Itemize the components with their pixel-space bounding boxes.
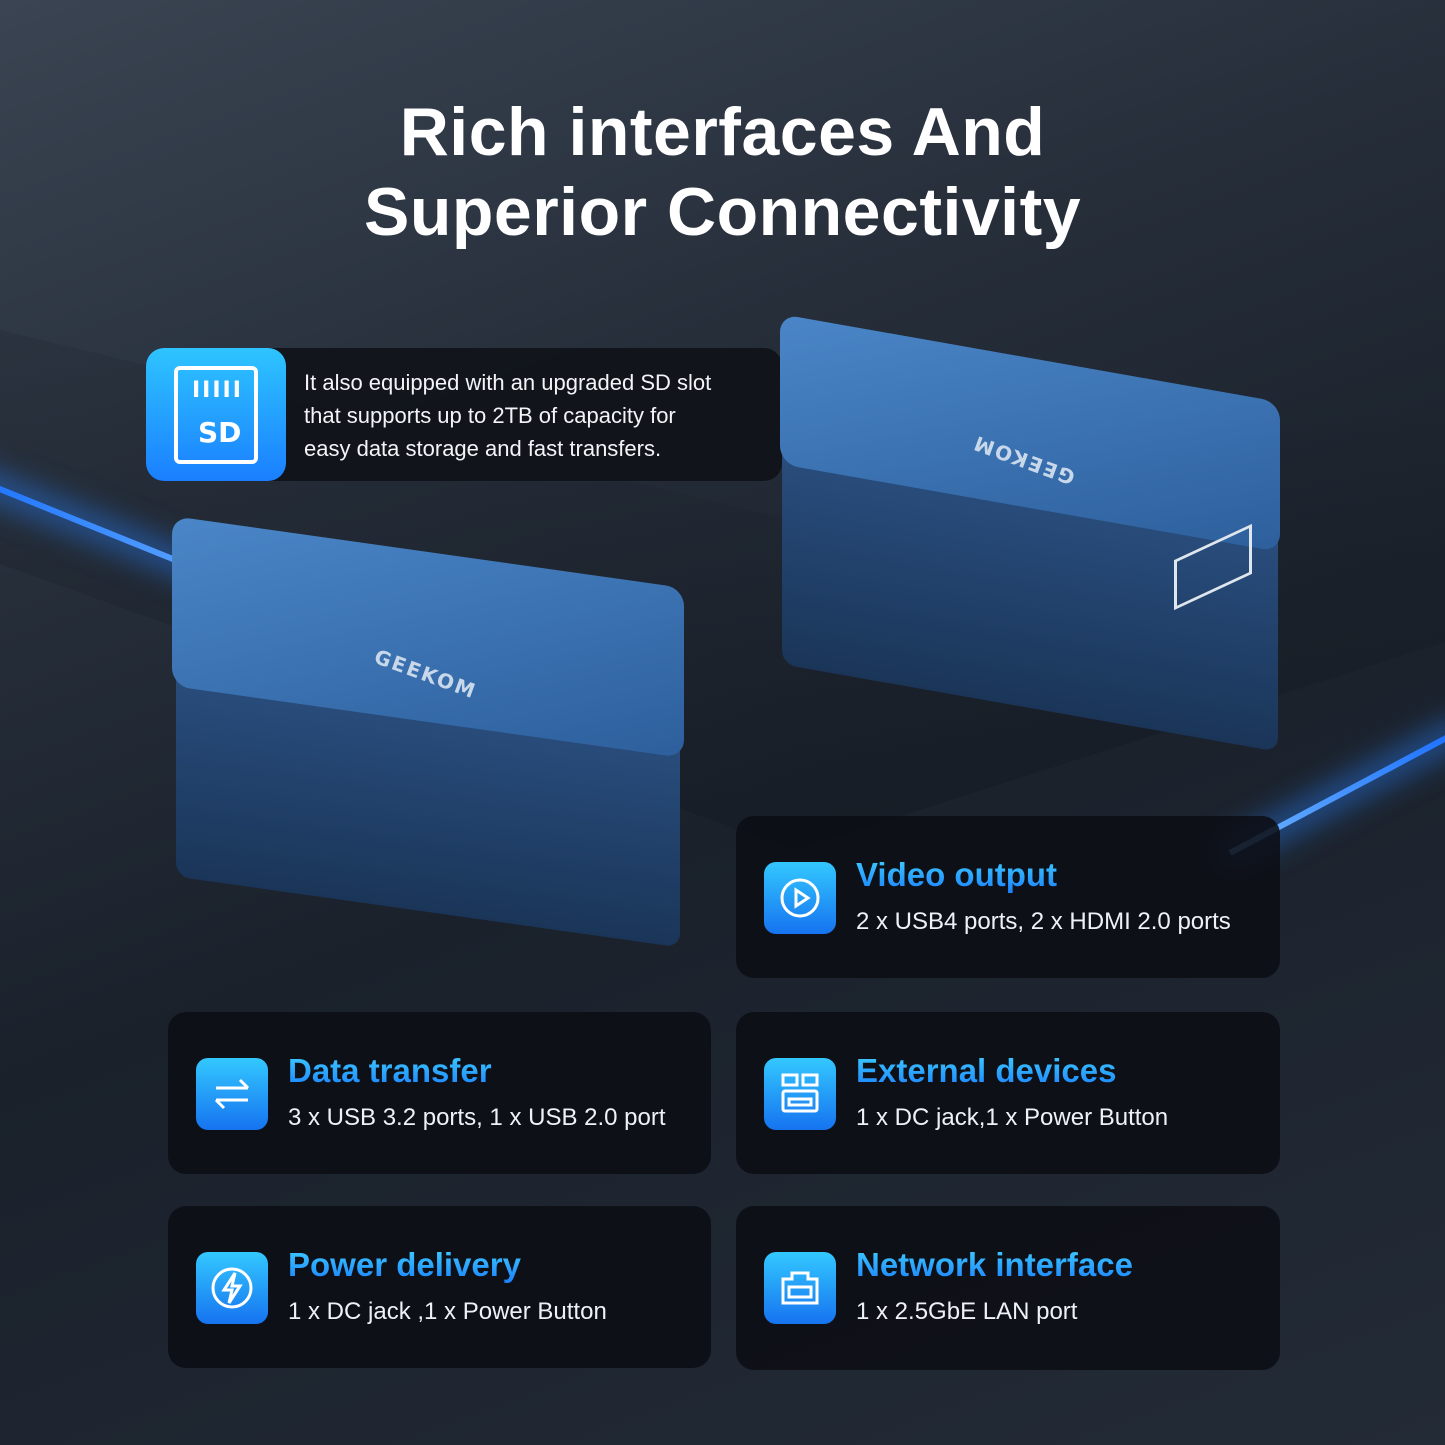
headline-line-1: Rich interfaces And — [399, 94, 1046, 170]
feature-card-network-interface: Network interface 1 x 2.5GbE LAN port — [736, 1206, 1280, 1370]
sd-icon-label: SD — [198, 416, 242, 449]
feature-title: Power delivery — [288, 1246, 521, 1283]
feature-description: 1 x DC jack,1 x Power Button — [856, 1104, 1169, 1131]
arrows-exchange-icon — [196, 1058, 268, 1130]
feature-description: 3 x USB 3.2 ports, 1 x USB 2.0 port — [288, 1104, 666, 1131]
ethernet-port-icon — [764, 1252, 836, 1324]
feature-card-data-transfer: Data transfer 3 x USB 3.2 ports, 1 x USB… — [168, 1012, 711, 1174]
devices-icon — [764, 1058, 836, 1130]
mini-pc-front: GEEKOM — [172, 516, 684, 948]
feature-description: 1 x 2.5GbE LAN port — [856, 1298, 1078, 1325]
headline-line-2: Superior Connectivity — [363, 174, 1082, 250]
feature-title: External devices — [856, 1052, 1117, 1089]
lightning-icon — [196, 1252, 268, 1324]
feature-title: Data transfer — [288, 1052, 492, 1089]
sd-callout-text: It also equipped with an upgraded SD slo… — [304, 370, 712, 461]
play-icon — [764, 862, 836, 934]
feature-title: Network interface — [856, 1246, 1133, 1283]
feature-card-power-delivery: Power delivery 1 x DC jack ,1 x Power Bu… — [168, 1206, 711, 1368]
feature-title: Video output — [856, 856, 1058, 893]
feature-card-external-devices: External devices 1 x DC jack,1 x Power B… — [736, 1012, 1280, 1174]
mini-pc-rear: GEEKOM — [780, 313, 1280, 752]
feature-description: 2 x USB4 ports, 2 x HDMI 2.0 ports — [856, 908, 1231, 935]
feature-card-video-output: Video output 2 x USB4 ports, 2 x HDMI 2.… — [736, 816, 1280, 978]
feature-description: 1 x DC jack ,1 x Power Button — [288, 1298, 607, 1325]
